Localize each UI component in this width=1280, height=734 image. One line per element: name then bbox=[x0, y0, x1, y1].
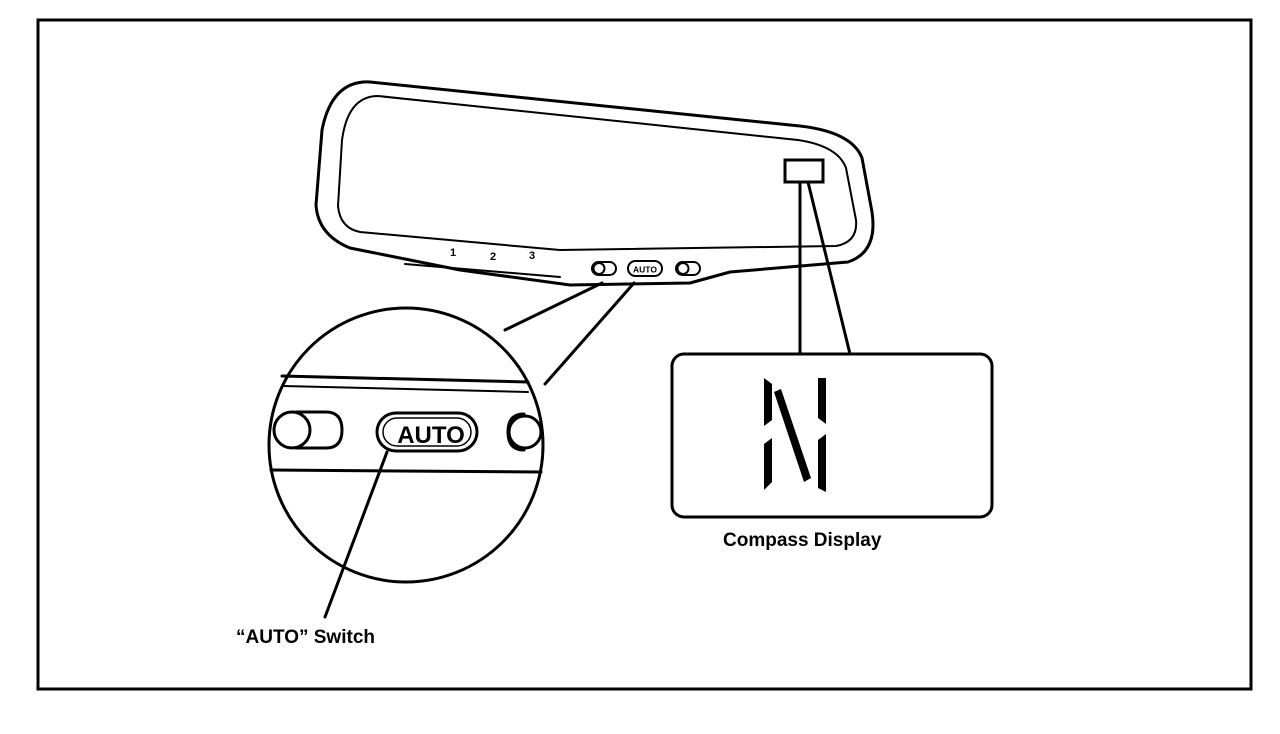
mirror-lower-edge bbox=[404, 263, 561, 278]
zoom-auto-switch-text: AUTO bbox=[397, 422, 465, 449]
compass-display-box bbox=[670, 352, 994, 519]
zoom-detail: AUTO bbox=[269, 374, 543, 474]
mirror-right-switch bbox=[675, 261, 701, 276]
mirror-left-switch bbox=[591, 261, 617, 276]
zoom-callout: AUTO bbox=[267, 281, 636, 619]
compass-heading-n bbox=[764, 378, 826, 492]
compass-display-label: Compass Display bbox=[723, 530, 882, 551]
mirror-glass bbox=[337, 95, 858, 251]
zoom-auto-switch: AUTO bbox=[375, 411, 479, 453]
auto-switch-pointer bbox=[323, 450, 389, 619]
mirror-housing bbox=[314, 80, 875, 287]
compass-leader-lines bbox=[798, 180, 852, 356]
mirror-button-1-label: 1 bbox=[450, 247, 456, 259]
mirror-compass-window bbox=[783, 158, 825, 184]
mirror-button-2-label: 2 bbox=[490, 251, 496, 263]
zoom-left-switch bbox=[272, 410, 344, 450]
zoom-leader-lines bbox=[503, 281, 636, 386]
mirror-auto-switch-text: AUTO bbox=[633, 265, 657, 275]
diagram-frame bbox=[36, 18, 1253, 691]
mirror-auto-switch: AUTO bbox=[627, 260, 663, 277]
compass-callout bbox=[670, 180, 994, 519]
rearview-mirror: 1 2 3 AUTO bbox=[314, 80, 875, 287]
zoom-right-switch bbox=[506, 412, 543, 452]
auto-switch-label: “AUTO” Switch bbox=[236, 627, 375, 648]
mirror-button-3-label: 3 bbox=[529, 250, 535, 262]
